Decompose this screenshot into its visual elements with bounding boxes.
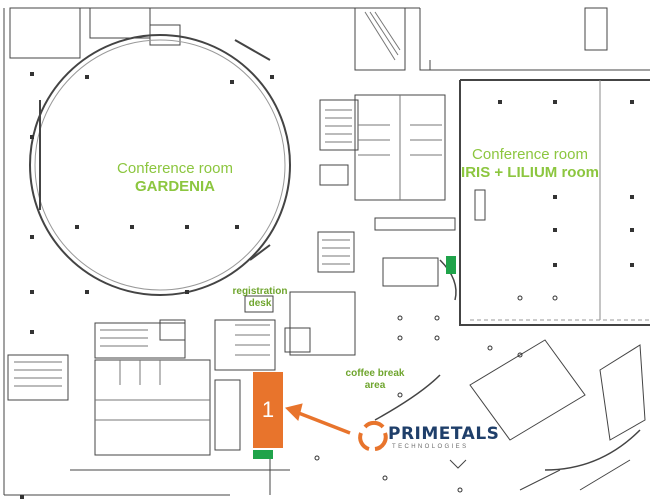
registration-desk-label: registration desk [232,286,288,309]
booth-1: 1 [253,372,283,448]
iris-lilium-wall [459,79,650,326]
coffee-break-label: coffee break area [345,368,405,391]
storage-room [382,257,439,287]
stairwell-3 [7,354,69,401]
outer-wall-left [3,8,230,496]
gardenia-name: GARDENIA [134,178,215,195]
gardenia-label: Conference room GARDENIA [95,160,255,196]
primetals-logo-mark [358,420,388,451]
registration-desk [289,291,356,356]
annex-room [9,7,81,59]
primetals-logo-text: PRIMETALS [388,424,500,444]
coffee-counter [469,339,586,441]
iris-name: IRIS + LILIUM room [461,164,599,181]
outer-wall-top [10,7,650,71]
primetals-logo-tagline: TECHNOLOGIES [392,444,469,450]
exit-sign-south [253,450,273,459]
gardenia-room-wall [29,34,291,296]
exit-sign-east [446,256,456,274]
gardenia-title: Conference room [117,160,233,177]
iris-lilium-label: Conference room IRIS + LILIUM room [455,146,605,182]
direction-arrow [285,403,351,435]
lower-rooms [94,359,211,456]
iris-title: Conference room [472,146,588,163]
stairwell-2 [317,231,355,273]
